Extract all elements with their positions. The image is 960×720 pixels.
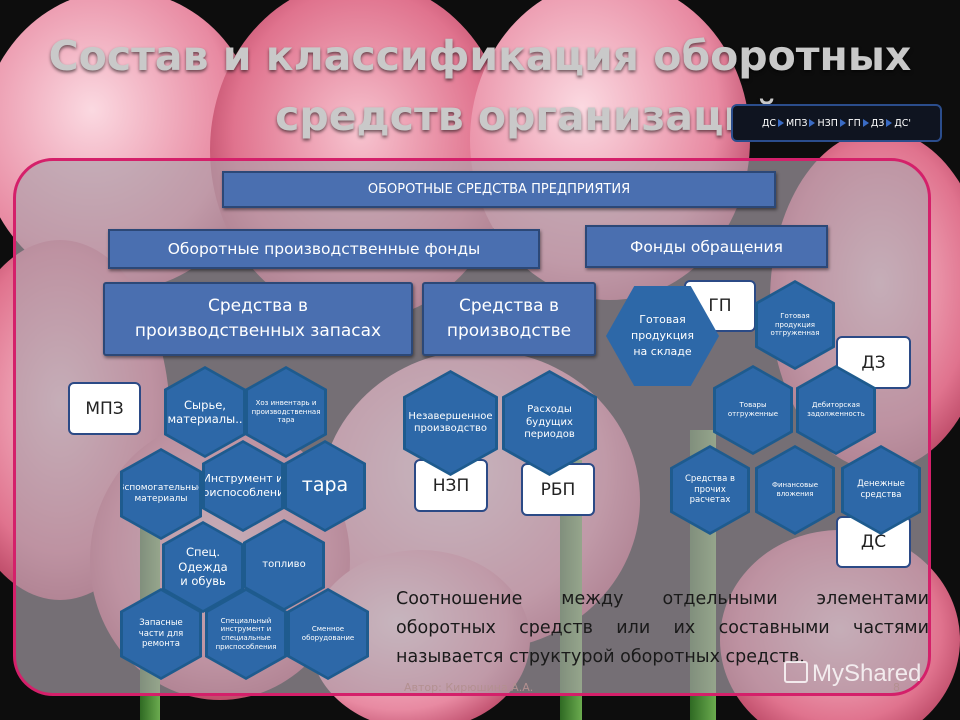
slide-title-line1: Состав и классификация оборотных bbox=[48, 32, 912, 80]
sequence-item: МПЗ bbox=[786, 117, 808, 129]
hex-text: Инструмент и приспособления bbox=[205, 443, 281, 529]
label-mpz: МПЗ bbox=[68, 382, 141, 435]
top-header-box: ОБОРОТНЫЕ СРЕДСТВА ПРЕДПРИЯТИЯ bbox=[222, 171, 776, 208]
watermark-text: MyShared bbox=[812, 660, 922, 687]
production-funds-box: Оборотные производственные фонды bbox=[108, 229, 540, 269]
hex-text: Дебиторская задолженность bbox=[799, 368, 873, 452]
hex-text: Денежные средства bbox=[844, 448, 918, 532]
sequence-item: ДС' bbox=[894, 117, 911, 129]
arrow-right-icon bbox=[809, 119, 816, 127]
author-footer: Автор: Кирюшина А.А. bbox=[404, 681, 534, 694]
hex-text: Товары отгруженные bbox=[716, 368, 790, 452]
hex-text: Специальный инструмент и специальные при… bbox=[208, 591, 284, 677]
hex-text: Хоз инвентарь и производственная тара bbox=[248, 369, 324, 455]
hex-text: Финансовые вложения bbox=[758, 448, 832, 532]
presentation-icon bbox=[784, 661, 808, 683]
structure-definition: Соотношение между отдельными элементами … bbox=[396, 589, 929, 667]
hex-raw-materials: Сырье, материалы.. bbox=[164, 366, 246, 458]
hex-text: Незавершенное производство bbox=[406, 373, 495, 473]
stocks-box: Средства в производственных запасах bbox=[103, 282, 413, 356]
hex-text: Сменное оборудование bbox=[290, 591, 366, 677]
page-number: 8 bbox=[893, 681, 900, 694]
sequence-item: ГП bbox=[847, 117, 861, 129]
slide-title-line2: средств организаций bbox=[275, 92, 781, 140]
sequence-item: ДС bbox=[761, 117, 777, 129]
hex-text: Сырье, материалы.. bbox=[167, 369, 243, 455]
hex-text: Средства в прочих расчетах bbox=[673, 448, 747, 532]
cycle-sequence: ДС МПЗ НЗП ГП ДЗ ДС' bbox=[731, 104, 942, 142]
production-box: Средства в производстве bbox=[422, 282, 596, 356]
hex-inventory: Хоз инвентарь и производственная тара bbox=[245, 366, 327, 458]
hex-text: Вспомогательные материалы bbox=[123, 451, 199, 537]
hex-text: Расходы будущих периодов bbox=[505, 373, 594, 473]
arrow-right-icon bbox=[862, 119, 869, 127]
arrow-right-icon bbox=[778, 119, 785, 127]
sequence-item: НЗП bbox=[817, 117, 838, 129]
watermark: MyShared bbox=[784, 660, 921, 688]
hex-text: Готовая продукция отгруженная bbox=[758, 283, 832, 367]
hex-text: Запасные части для ремонта bbox=[123, 591, 199, 677]
sequence-item: ДЗ bbox=[870, 117, 885, 129]
hex-text: тара bbox=[287, 443, 363, 529]
circulation-funds-box: Фонды обращения bbox=[585, 225, 828, 268]
arrow-right-icon bbox=[886, 119, 893, 127]
arrow-right-icon bbox=[839, 119, 846, 127]
